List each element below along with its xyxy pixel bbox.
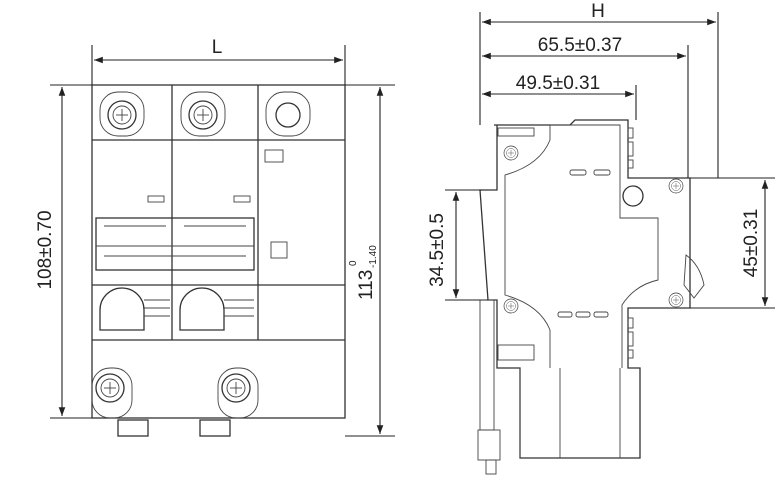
din-clip-icon xyxy=(117,419,149,437)
side-view: H 65.5±0.37 49.5±0.31 34.5±0.5 45±0.31 xyxy=(427,1,775,475)
adjust-knob-icon xyxy=(622,185,644,207)
dimension-65-5-label: 65.5±0.37 xyxy=(538,35,622,56)
dimension-45-label: 45±0.31 xyxy=(741,209,762,278)
svg-text:-1.40: -1.40 xyxy=(368,245,379,268)
breaker-body-outline xyxy=(91,84,346,419)
dimension-h-label: H xyxy=(591,1,605,22)
dimension-113-label: 113 0 -1.40 xyxy=(348,245,379,300)
dimension-108-label: 108±0.70 xyxy=(35,210,56,289)
terminal-screw-icon xyxy=(91,367,133,419)
terminal-screw-icon xyxy=(217,367,259,419)
indicator-window xyxy=(270,241,288,259)
terminal-screw-icon xyxy=(99,91,145,137)
din-clip-icon xyxy=(199,419,231,437)
dimension-34-5-label: 34.5±0.5 xyxy=(427,213,448,287)
svg-text:0: 0 xyxy=(348,260,359,266)
svg-text:113: 113 xyxy=(356,270,377,300)
dimension-l-label: L xyxy=(212,37,223,58)
toggle-handle xyxy=(95,217,255,271)
dimension-49-5-label: 49.5±0.31 xyxy=(516,73,600,94)
terminal-screw-icon xyxy=(180,91,226,137)
terminal-ring-icon xyxy=(265,91,311,137)
front-view: L 108±0.70 113 0 -1.40 xyxy=(35,37,395,437)
test-button-icon xyxy=(264,149,284,163)
arc-chamber-icon xyxy=(99,287,254,331)
